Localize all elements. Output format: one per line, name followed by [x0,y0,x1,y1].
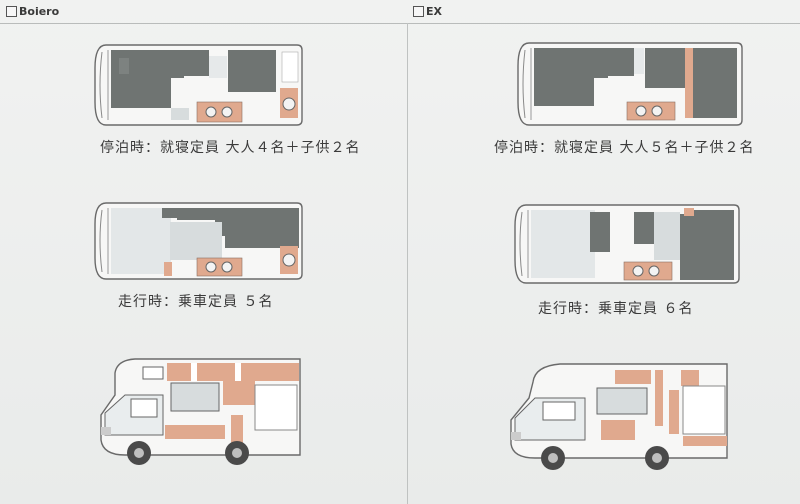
model-title-boiero: Boiero [6,5,59,18]
ex-drive-floorplan [514,204,740,284]
model-title-ex: EX [413,5,442,18]
top-divider [0,23,800,24]
ex-night-floorplan [517,42,743,126]
checkbox-square-icon [6,6,17,17]
ex-side-view [510,363,728,470]
ex-riding-capacity: 走行時：乗車定員 ６名 [538,301,694,317]
ex-sleeping-capacity: 停泊時：就寝定員 大人５名＋子供２名 [494,140,755,156]
boiero-riding-capacity: 走行時：乗車定員 ５名 [118,294,274,310]
boiero-night-floorplan [94,44,303,126]
boiero-drive-floorplan [94,202,303,280]
checkbox-square-icon [413,6,424,17]
model-name: EX [426,5,442,18]
model-name: Boiero [19,5,60,18]
boiero-side-view [100,358,301,465]
center-divider [407,23,408,504]
boiero-sleeping-capacity: 停泊時：就寝定員 大人４名＋子供２名 [100,140,361,156]
